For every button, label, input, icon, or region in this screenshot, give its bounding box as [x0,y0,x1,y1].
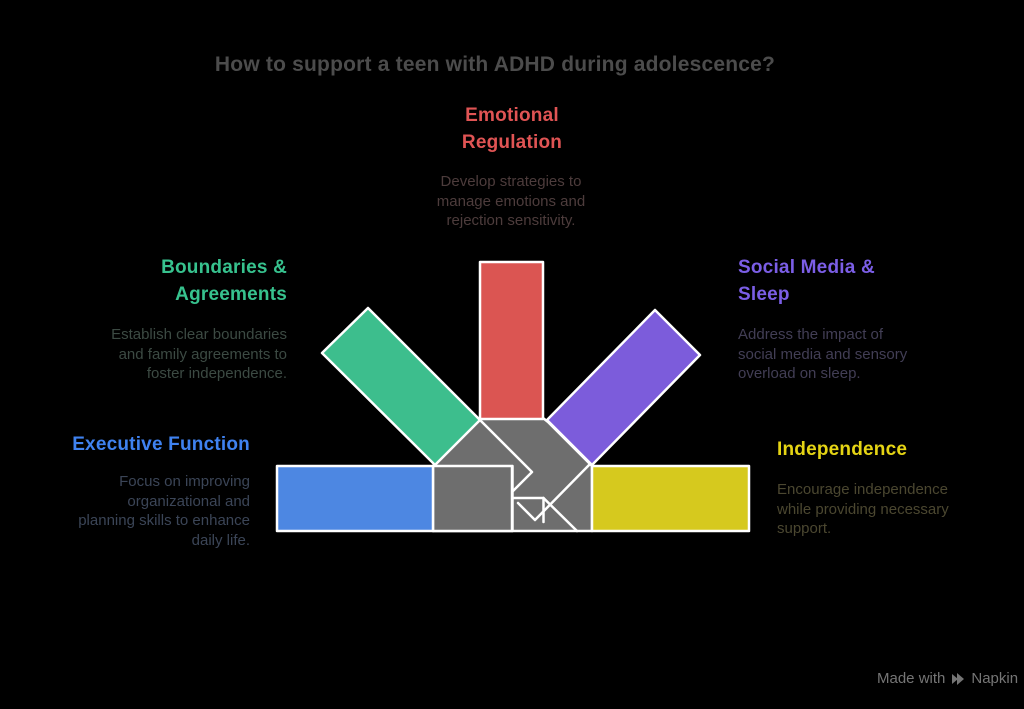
heading-line: Sleep [738,284,790,305]
fold-line-center-vee [516,461,593,522]
ribbon-independence-yellow [590,464,751,533]
heading-line: Executive Function [72,434,250,455]
fold-line-yellow-diagonal [542,496,579,533]
desc-line: Address the impact of [738,326,884,343]
heading-line: Boundaries & [161,257,287,278]
heading-line: Independence [777,439,908,460]
heading-independence: Independence [777,436,1007,463]
made-with-napkin-watermark: Made with Napkin [877,670,1018,687]
desc-line: manage emotions and [436,192,586,210]
desc-line: support. [777,520,832,537]
heading-line: Regulation [461,132,563,153]
desc-executive-function: Focus on improving organizational and pl… [20,472,250,550]
desc-social-media-sleep: Address the impact of social media and s… [738,325,968,384]
heading-emotional-regulation: Emotional Regulation [412,102,612,156]
desc-line: while providing necessary [777,500,949,518]
desc-line: foster independence. [146,365,287,382]
desc-line: Focus on improving [119,473,250,490]
desc-independence: Encourage independence while providing n… [777,480,1007,539]
fold-line-green-chevron [479,419,534,493]
desc-line: Develop strategies to [440,173,582,190]
heading-line: Agreements [175,284,287,305]
made-with-label: Made with [877,670,946,687]
heading-line: Social Media & [738,257,875,278]
desc-line: Encourage independence [777,481,948,498]
heading-line: Emotional [465,105,559,126]
desc-line: overload on sleep. [738,365,861,382]
page-title: How to support a teen with ADHD during a… [214,53,776,76]
desc-line: social media and sensory [738,345,908,363]
desc-line: planning skills to enhance [78,512,250,529]
ribbon-emotional-red [478,260,545,421]
napkin-logo-icon [952,672,965,685]
heading-boundaries-agreements: Boundaries & Agreements [57,254,287,308]
heading-executive-function: Executive Function [20,431,250,458]
center-fold-square [431,464,514,533]
desc-line: organizational and [127,492,250,510]
desc-line: daily life. [191,531,250,549]
ribbon-executive-blue [275,464,435,533]
desc-line: and family agreements to [118,345,287,363]
ribbon-boundaries-green [320,306,482,467]
desc-emotional-regulation: Develop strategies to manage emotions an… [411,172,611,231]
desc-boundaries-agreements: Establish clear boundaries and family ag… [57,325,287,384]
ribbon-social-purple [545,308,702,467]
napkin-brand-label: Napkin [971,670,1019,687]
desc-line: Establish clear boundaries [111,326,287,343]
desc-line: rejection sensitivity. [446,212,576,229]
heading-social-media-sleep: Social Media & Sleep [738,254,968,308]
